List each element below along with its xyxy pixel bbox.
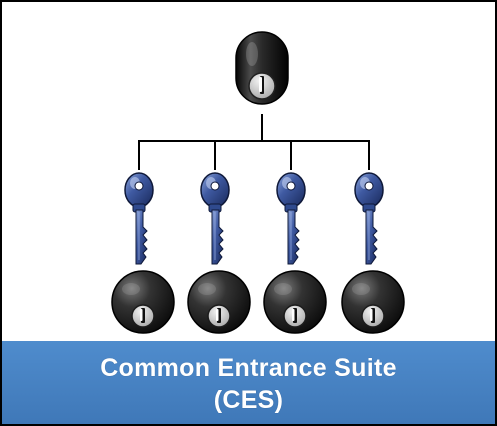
lock-cylinder-icon [111, 270, 175, 334]
caption-banner [2, 341, 495, 424]
key-icon [354, 172, 384, 265]
master-lock-cylinder-icon [235, 31, 289, 105]
caption-title: Common Entrance Suite [100, 353, 397, 382]
caption: Common Entrance Suite (CES) [2, 343, 495, 424]
connector-lines [138, 114, 370, 170]
key-icon [124, 172, 154, 265]
key-icon [276, 172, 306, 265]
caption-abbreviation: (CES) [213, 385, 284, 414]
lock-cylinder-icon [341, 270, 405, 334]
key-icon [200, 172, 230, 265]
lock-cylinder-icon [187, 270, 251, 334]
lock-cylinder-icon [263, 270, 327, 334]
